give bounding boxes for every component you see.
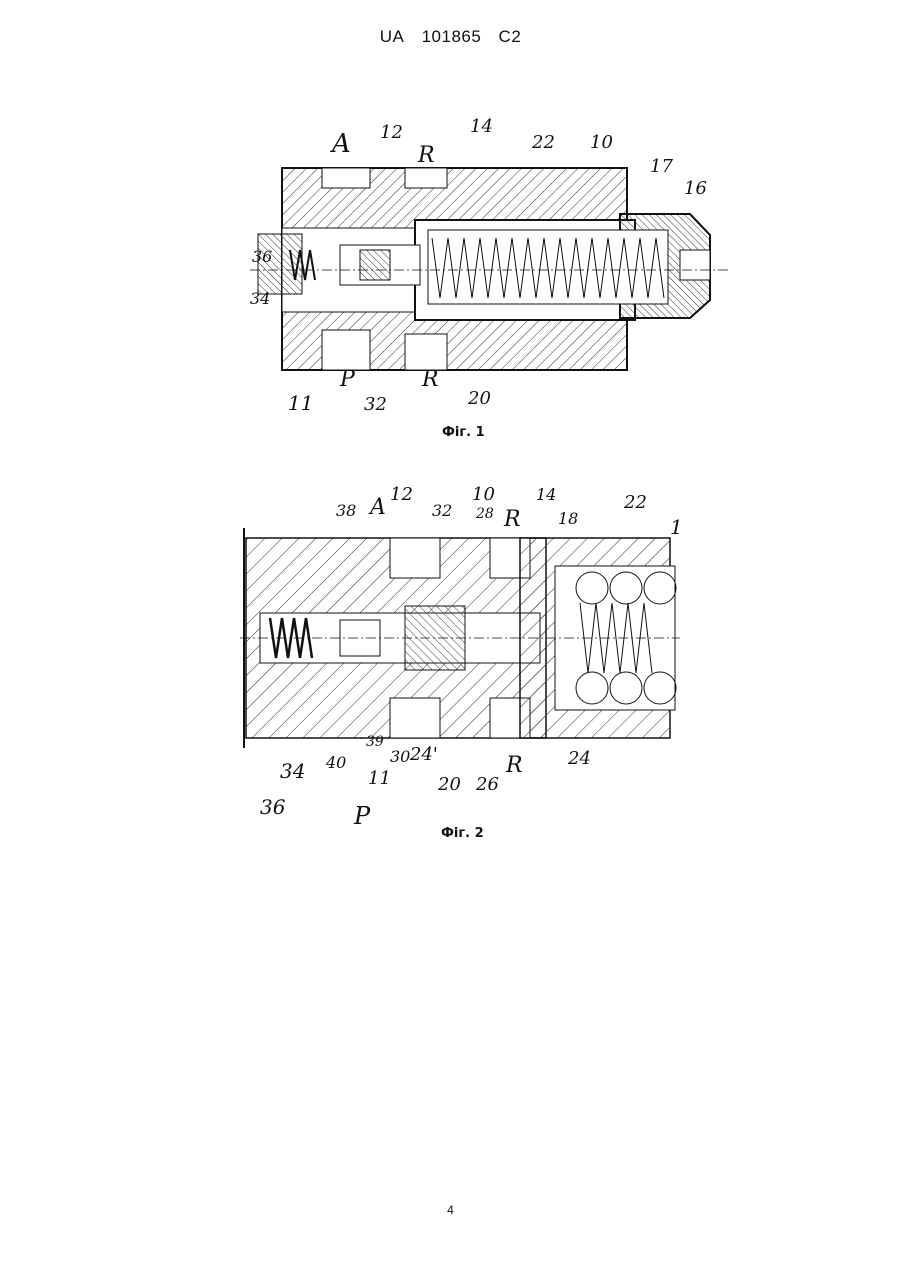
fig1-ref-34: 34 — [250, 289, 270, 308]
fig2-ref-22: 22 — [623, 492, 647, 513]
fig1-ref-16: 16 — [684, 178, 707, 199]
patent-number: 101865 — [422, 27, 482, 46]
fig1-ref-17: 17 — [650, 156, 673, 177]
fig1-ref-A: A — [330, 129, 351, 159]
fig1-ref-32: 32 — [364, 394, 387, 415]
patent-header: UA 101865 C2 — [0, 27, 901, 47]
figure-2-caption: Фіг. 2 — [441, 826, 484, 841]
fig1-ref-11: 11 — [288, 391, 313, 415]
fig2-ref-30: 30 — [390, 747, 410, 766]
fig1-ref-14: 14 — [470, 116, 493, 137]
fig2-ref-28: 28 — [475, 506, 494, 522]
fig2-ref-32: 32 — [432, 501, 452, 520]
fig1-ref-22: 22 — [531, 132, 555, 153]
fig2-ref-18: 18 — [558, 509, 578, 528]
fig1-ref-P: P — [339, 367, 356, 392]
fig2-ref-P: P — [353, 802, 371, 828]
fig2-ref-39: 39 — [366, 734, 384, 750]
fig2-ref-34: 34 — [280, 759, 305, 783]
patent-kind: C2 — [499, 27, 522, 46]
fig2-ref-24prime: 24' — [409, 744, 438, 765]
fig1-ref-20: 20 — [467, 388, 491, 409]
figure-2: 38 A 12 32 10 28 R 14 18 22 17 39 30 24'… — [240, 478, 680, 828]
fig1-ref-36: 36 — [252, 247, 272, 266]
figure-1: A 12 R 14 22 10 17 16 36 34 11 P 32 R 20 — [240, 110, 740, 420]
fig2-ref-A: A — [368, 495, 386, 520]
page-number: 4 — [0, 1203, 901, 1217]
fig2-ref-26: 26 — [475, 774, 499, 795]
figure-2-drawing: 38 A 12 32 10 28 R 14 18 22 17 39 30 24'… — [240, 478, 680, 828]
fig2-ref-R-bottom: R — [505, 753, 523, 778]
fig2-ref-14: 14 — [536, 485, 556, 504]
fig2-ref-38: 38 — [336, 501, 356, 520]
fig2-ref-17: 17 — [670, 515, 680, 539]
fig2-ref-R-top: R — [503, 507, 521, 532]
fig1-ref-R-top: R — [417, 143, 435, 168]
fig2-ref-24: 24 — [567, 748, 591, 769]
fig2-ref-20: 20 — [437, 774, 461, 795]
fig2-ref-12: 12 — [390, 484, 413, 505]
fig1-ref-R-bottom: R — [421, 367, 439, 392]
fig2-ref-40: 40 — [325, 753, 346, 772]
patent-country: UA — [380, 27, 405, 46]
figure-1-caption: Фіг. 1 — [442, 425, 485, 440]
fig2-ref-10: 10 — [472, 484, 495, 505]
fig2-ref-11: 11 — [368, 768, 391, 789]
fig1-ref-12: 12 — [380, 122, 403, 143]
fig2-ref-36: 36 — [260, 795, 286, 819]
figure-1-drawing: A 12 R 14 22 10 17 16 36 34 11 P 32 R 20 — [240, 110, 740, 420]
fig1-ref-10: 10 — [590, 132, 613, 153]
